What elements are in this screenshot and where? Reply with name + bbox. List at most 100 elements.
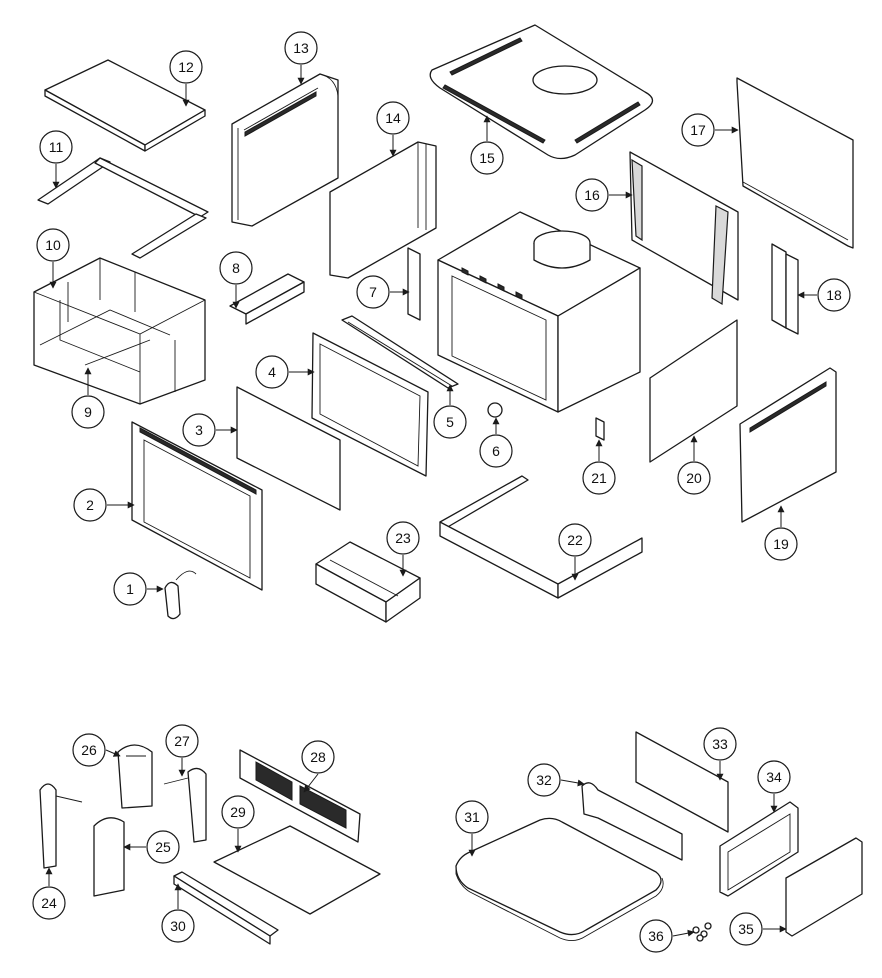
callout-label: 35	[738, 921, 754, 937]
callout-label: 17	[690, 122, 706, 138]
part-rail-brackets	[229, 273, 305, 325]
callout-12: 12	[169, 50, 203, 107]
part-glass	[236, 386, 341, 511]
callout-17: 17	[681, 113, 739, 147]
part-left-side-panel	[231, 73, 339, 227]
callout-label: 7	[369, 284, 377, 300]
callout-4: 4	[255, 355, 315, 389]
callout-18: 18	[797, 278, 851, 312]
part-leg-26	[117, 744, 153, 809]
callout-29: 29	[221, 795, 255, 853]
callout-label: 18	[826, 287, 842, 303]
callout-35: 35	[729, 912, 787, 946]
part-bar-30	[173, 871, 279, 945]
part-leg-cover-25	[93, 817, 125, 897]
part-bracket-21	[595, 417, 605, 441]
callout-label: 14	[385, 110, 401, 126]
callout-10: 10	[36, 228, 70, 289]
callout-26: 26	[72, 733, 121, 767]
part-hardware-36	[692, 922, 712, 942]
callout-label: 24	[41, 895, 57, 911]
part-bracket-7	[407, 247, 421, 321]
part-vent-panel-28	[239, 749, 361, 843]
part-firebox-liner	[33, 257, 206, 405]
callout-36: 36	[639, 919, 695, 953]
part-door-frame	[311, 332, 429, 477]
callout-label: 33	[712, 736, 728, 752]
callout-27: 27	[165, 724, 199, 777]
callout-24: 24	[32, 867, 66, 920]
part-top-cover	[429, 24, 654, 160]
callout-label: 27	[174, 733, 190, 749]
callout-28: 28	[301, 740, 335, 793]
part-firebox-body	[437, 211, 641, 413]
callout-label: 12	[178, 59, 194, 75]
callout-label: 3	[195, 422, 203, 438]
callout-6: 6	[479, 417, 513, 468]
callout-label: 22	[567, 532, 583, 548]
part-bottom-plate-29	[213, 825, 381, 915]
callout-11: 11	[39, 130, 73, 189]
part-rail-5	[341, 315, 459, 389]
callout-label: 5	[446, 414, 454, 430]
callout-label: 23	[395, 530, 411, 546]
callout-label: 8	[232, 260, 240, 276]
callout-label: 36	[648, 928, 664, 944]
callout-label: 6	[492, 443, 500, 459]
part-bracket-18	[771, 243, 799, 335]
callout-label: 32	[536, 772, 552, 788]
callout-7: 7	[356, 275, 410, 309]
callout-8: 8	[219, 251, 253, 309]
part-side-panel-16	[629, 151, 739, 306]
callout-21: 21	[582, 439, 616, 495]
part-frame-34	[719, 801, 799, 897]
callout-25: 25	[123, 830, 180, 864]
part-handle	[164, 570, 197, 620]
part-panel-32	[581, 782, 683, 861]
callout-16: 16	[575, 178, 633, 212]
part-panel-20	[649, 319, 738, 463]
callout-label: 25	[155, 839, 171, 855]
callout-20: 20	[677, 435, 711, 495]
part-frame-bracket	[37, 157, 209, 259]
callout-label: 10	[45, 237, 61, 253]
callout-2: 2	[73, 488, 135, 522]
part-top-plate	[44, 59, 206, 152]
callout-label: 26	[81, 742, 97, 758]
part-knob	[487, 402, 503, 418]
part-panel-33	[635, 731, 729, 833]
part-rear-panel	[736, 77, 854, 249]
callout-30: 30	[161, 883, 195, 943]
callout-9: 9	[71, 367, 105, 429]
callout-label: 11	[49, 139, 64, 155]
callout-label: 29	[230, 804, 246, 820]
callout-label: 15	[479, 150, 495, 166]
callout-label: 28	[310, 749, 326, 765]
callout-label: 20	[686, 470, 702, 486]
callout-5: 5	[433, 384, 467, 439]
callout-label: 16	[584, 187, 600, 203]
callout-label: 1	[126, 581, 134, 597]
callout-22: 22	[558, 523, 592, 581]
part-base-plate-31	[455, 817, 664, 941]
callout-32: 32	[527, 763, 585, 797]
part-door	[131, 421, 263, 591]
callout-label: 13	[293, 40, 309, 56]
callout-label: 34	[766, 769, 782, 785]
callout-15: 15	[470, 115, 504, 175]
callout-19: 19	[764, 505, 798, 561]
callout-label: 21	[591, 470, 607, 486]
callout-label: 31	[464, 809, 480, 825]
callout-33: 33	[703, 727, 737, 781]
callout-label: 4	[268, 364, 276, 380]
callout-label: 9	[84, 404, 92, 420]
part-blower	[315, 541, 421, 623]
callout-34: 34	[757, 760, 791, 813]
callout-label: 30	[170, 918, 186, 934]
part-side-panel-14	[329, 141, 437, 279]
callout-23: 23	[386, 521, 420, 577]
part-right-side-panel	[739, 367, 837, 523]
callout-1: 1	[113, 572, 164, 606]
callout-3: 3	[182, 413, 238, 447]
